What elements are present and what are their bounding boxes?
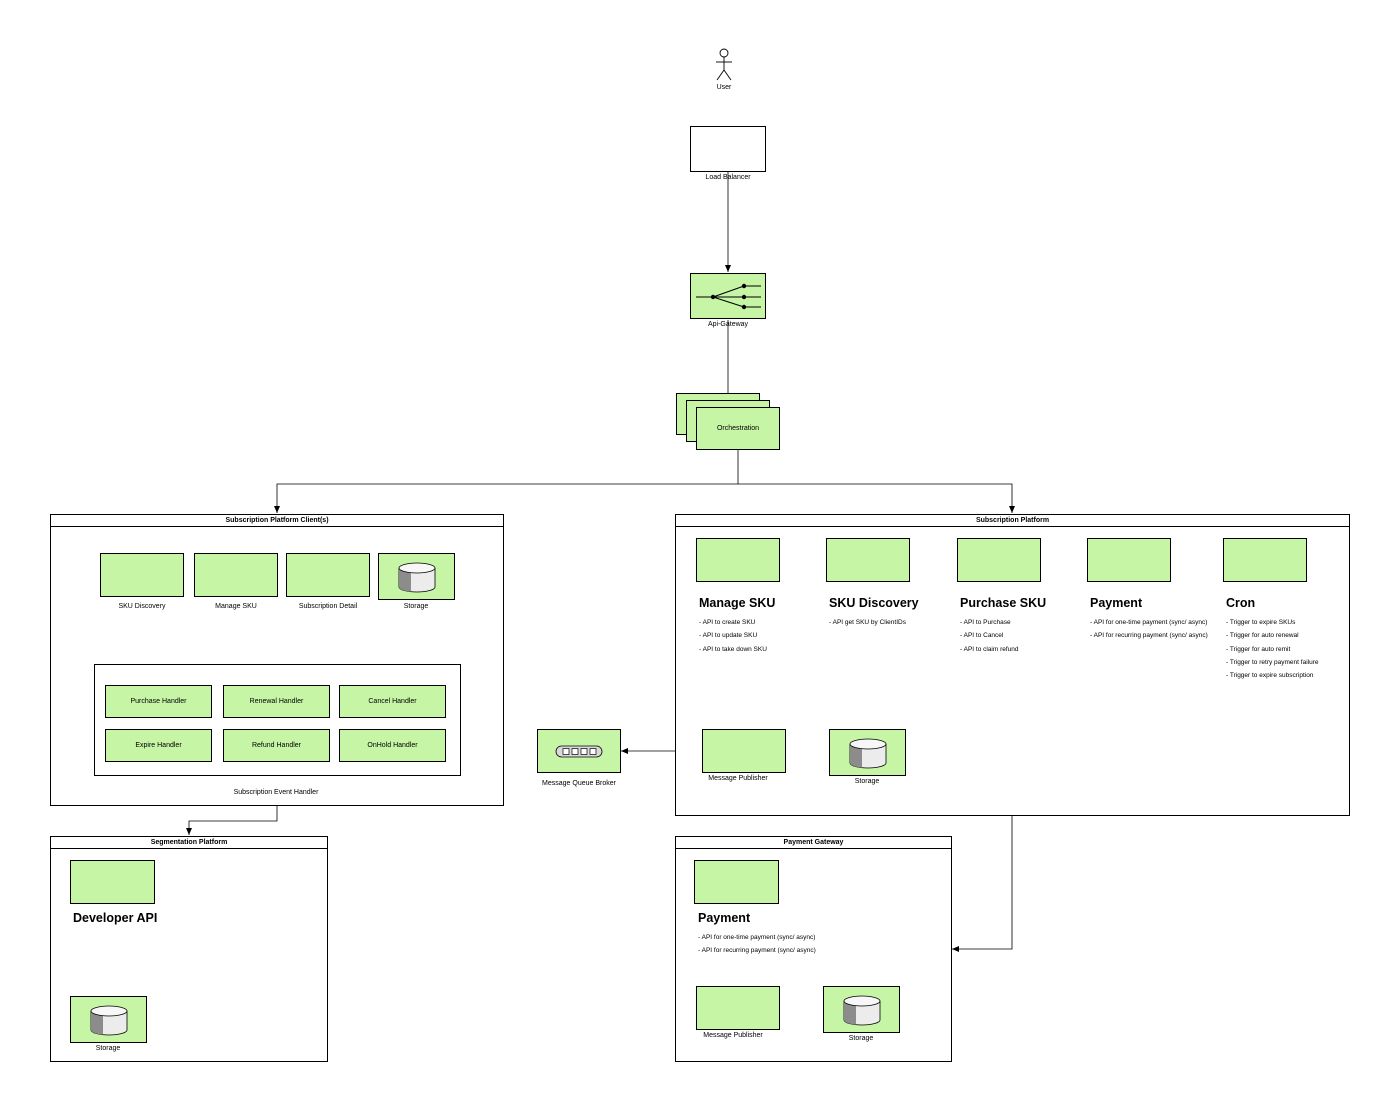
spc-manage-sku-node[interactable] (194, 553, 278, 597)
pg-payment-node[interactable] (694, 860, 779, 904)
api-gateway-node[interactable] (690, 273, 766, 319)
user-label: User (716, 84, 732, 91)
bullet: - Trigger for auto remit (1226, 645, 1291, 653)
purchase-handler-node[interactable]: Purchase Handler (105, 685, 212, 718)
subscription-platform-title: Subscription Platform (676, 515, 1349, 527)
seg-storage-label: Storage (95, 1045, 121, 1052)
bullet: - API to take down SKU (699, 645, 767, 653)
sp-payment-bullets: - API for one-time payment (sync/ async)… (1090, 616, 1208, 643)
bullet: - Trigger to retry payment failure (1226, 658, 1319, 666)
sp-payment-node[interactable] (1087, 538, 1171, 582)
seg-storage-node[interactable] (70, 996, 147, 1043)
expire-handler-node[interactable]: Expire Handler (105, 729, 212, 762)
sp-purchase-sku-bullets: - API to Purchase - API to Cancel - API … (960, 616, 1019, 656)
bullet: - API for one-time payment (sync/ async) (698, 934, 816, 941)
orch-to-platform-arrow (738, 483, 1015, 513)
pg-payment-bullets: - API for one-time payment (sync/ async)… (698, 931, 816, 958)
spc-subscription-detail-node[interactable] (286, 553, 370, 597)
router-icon (696, 283, 761, 310)
sp-purchase-sku-node[interactable] (957, 538, 1041, 582)
developer-api-title: Developer API (73, 911, 158, 925)
sp-message-publisher-label: Message Publisher (708, 775, 768, 782)
payment-gateway-title: Payment Gateway (676, 837, 951, 849)
bullet: - API to create SKU (699, 619, 756, 626)
api-gateway-label: Api-Gateway (707, 321, 749, 328)
onhold-handler-node[interactable]: OnHold Handler (339, 729, 446, 762)
spc-storage-label: Storage (403, 603, 429, 610)
platform-to-payment-gateway-arrow (952, 816, 1013, 952)
sp-sku-discovery-bullets: - API get SKU by ClientIDs (829, 616, 906, 629)
spc-sku-discovery-node[interactable] (100, 553, 184, 597)
sp-storage-node[interactable] (829, 729, 906, 776)
bullet: - API to update SKU (699, 632, 758, 640)
database-icon (398, 562, 436, 593)
sp-message-publisher-node[interactable] (702, 729, 786, 773)
sp-cron-bullets: - Trigger to expire SKUs - Trigger for a… (1226, 616, 1318, 682)
pg-payment-title: Payment (698, 911, 751, 925)
queue-icon (555, 745, 603, 758)
message-queue-broker-label: Message Queue Broker (542, 780, 616, 787)
pg-storage-node[interactable] (823, 986, 900, 1033)
bullet: - API for recurring payment (sync/ async… (1090, 632, 1208, 640)
bullet: - API to claim refund (960, 645, 1019, 653)
bullet: - Trigger to expire SKUs (1226, 619, 1296, 626)
sp-cron-title: Cron (1226, 596, 1256, 610)
database-icon (849, 738, 887, 769)
orchestration-node[interactable]: Orchestration (696, 407, 780, 450)
sp-manage-sku-title: Manage SKU (699, 596, 776, 610)
developer-api-node[interactable] (70, 860, 155, 904)
bullet: - API to Purchase (960, 619, 1011, 626)
sp-cron-node[interactable] (1223, 538, 1307, 582)
database-icon (843, 995, 881, 1026)
sp-storage-label: Storage (854, 778, 880, 785)
sp-payment-title: Payment (1090, 596, 1143, 610)
load-balancer-label: Load Balancer (705, 174, 751, 181)
bullet: - API to Cancel (960, 632, 1004, 640)
bullet: - Trigger for auto renewal (1226, 632, 1299, 640)
bullet: - API for recurring payment (sync/ async… (698, 947, 816, 955)
orch-to-client-arrow (274, 450, 739, 513)
user-icon (716, 48, 732, 81)
segmentation-platform-title: Segmentation Platform (51, 837, 327, 849)
event-handler-group-label: Subscription Event Handler (233, 789, 319, 796)
pg-storage-label: Storage (848, 1035, 874, 1042)
renewal-handler-node[interactable]: Renewal Handler (223, 685, 330, 718)
sp-purchase-sku-title: Purchase SKU (960, 596, 1047, 610)
sp-manage-sku-node[interactable] (696, 538, 780, 582)
spc-sku-discovery-label: SKU Discovery (118, 603, 166, 610)
sp-sku-discovery-node[interactable] (826, 538, 910, 582)
spc-subscription-detail-label: Subscription Detail (298, 603, 358, 610)
message-queue-broker-node[interactable] (537, 729, 621, 773)
subscription-platform-client-title: Subscription Platform Client(s) (51, 515, 503, 527)
pg-message-publisher-label: Message Publisher (703, 1032, 763, 1039)
load-balancer-node[interactable] (690, 126, 766, 172)
bullet: - Trigger to expire subscription (1226, 672, 1314, 680)
database-icon (90, 1005, 128, 1036)
bullet: - API get SKU by ClientIDs (829, 619, 906, 626)
bullet: - API for one-time payment (sync/ async) (1090, 619, 1208, 626)
spc-manage-sku-label: Manage SKU (215, 603, 257, 610)
sp-manage-sku-bullets: - API to create SKU - API to update SKU … (699, 616, 767, 656)
client-to-segmentation-arrow (186, 806, 278, 835)
cancel-handler-node[interactable]: Cancel Handler (339, 685, 446, 718)
sp-sku-discovery-title: SKU Discovery (829, 596, 919, 610)
pg-message-publisher-node[interactable] (696, 986, 780, 1030)
refund-handler-node[interactable]: Refund Handler (223, 729, 330, 762)
spc-storage-node[interactable] (378, 553, 455, 600)
